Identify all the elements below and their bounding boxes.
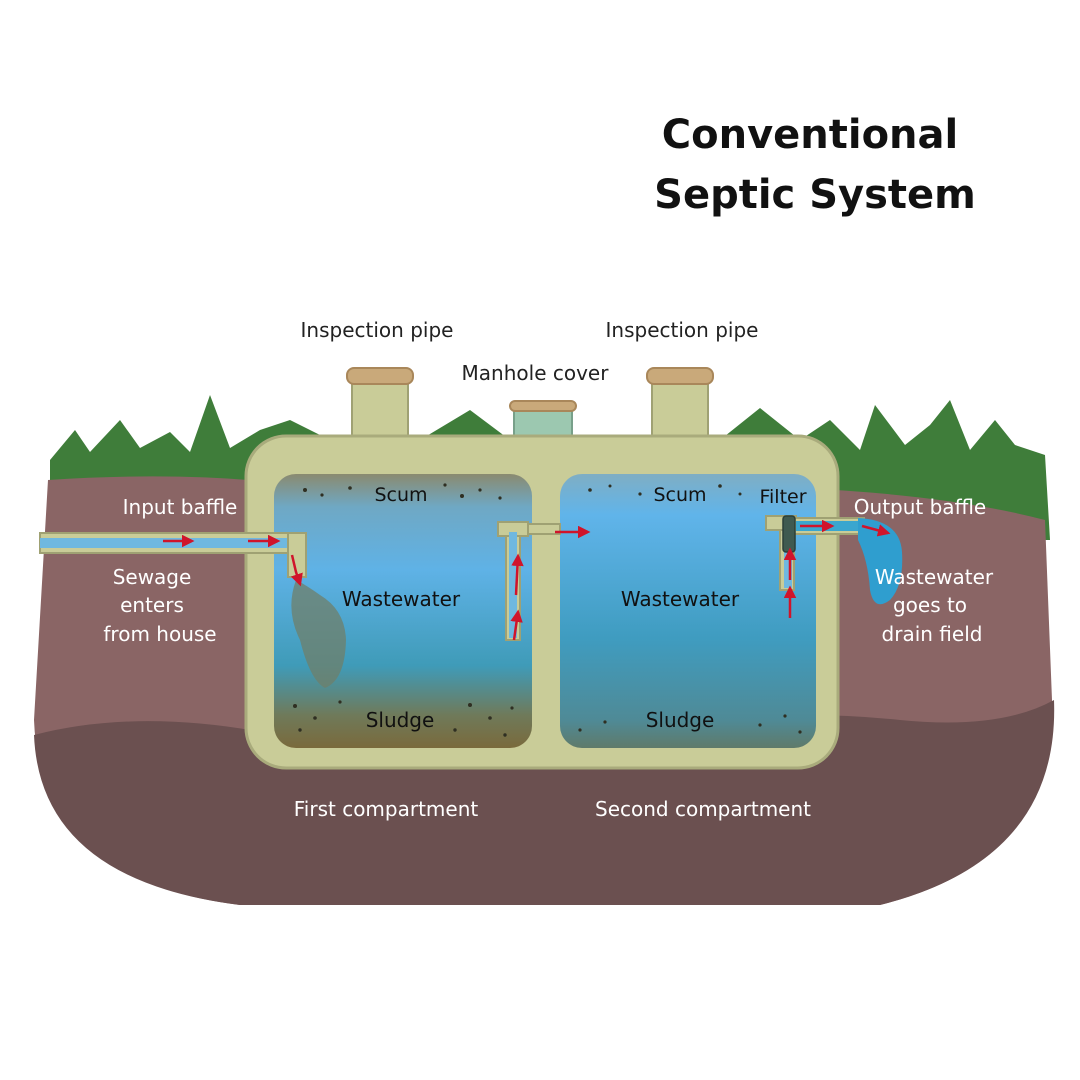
label-drain-line-2: goes to <box>893 593 967 617</box>
title-line-2: Septic System <box>654 172 976 218</box>
first-compartment-chamber <box>274 474 532 748</box>
label-scum-second: Scum <box>653 484 706 506</box>
label-scum-first: Scum <box>374 484 427 506</box>
inspection-pipe-right <box>646 367 714 445</box>
label-wastewater-first: Wastewater <box>342 587 461 611</box>
inspection-pipe-left <box>346 367 414 445</box>
label-sewage-line-1: Sewage <box>113 565 192 589</box>
label-drain-line-1: Wastewater <box>875 565 994 589</box>
input-pipe <box>39 532 307 578</box>
label-inspection-pipe-right: Inspection pipe <box>606 318 759 342</box>
label-input-baffle: Input baffle <box>123 495 238 519</box>
label-second-compartment: Second compartment <box>595 797 811 821</box>
label-filter: Filter <box>759 486 806 508</box>
title-line-1: Conventional <box>662 112 958 158</box>
label-sewage-line-3: from house <box>103 622 216 646</box>
label-sewage-line-2: enters <box>120 593 184 617</box>
label-wastewater-second: Wastewater <box>621 587 740 611</box>
label-first-compartment: First compartment <box>294 797 479 821</box>
label-sludge-second: Sludge <box>646 708 715 732</box>
label-output-baffle: Output baffle <box>854 495 986 519</box>
second-compartment-chamber <box>560 474 816 748</box>
particles <box>293 483 802 737</box>
flow-arrows <box>163 519 891 641</box>
label-drain-line-3: drain field <box>882 622 983 646</box>
label-inspection-pipe-left: Inspection pipe <box>301 318 454 342</box>
filter-element <box>782 515 796 553</box>
label-sludge-first: Sludge <box>366 708 435 732</box>
label-manhole-cover: Manhole cover <box>462 361 610 385</box>
drain-outflow <box>858 518 903 605</box>
sewage-plume <box>291 580 346 688</box>
